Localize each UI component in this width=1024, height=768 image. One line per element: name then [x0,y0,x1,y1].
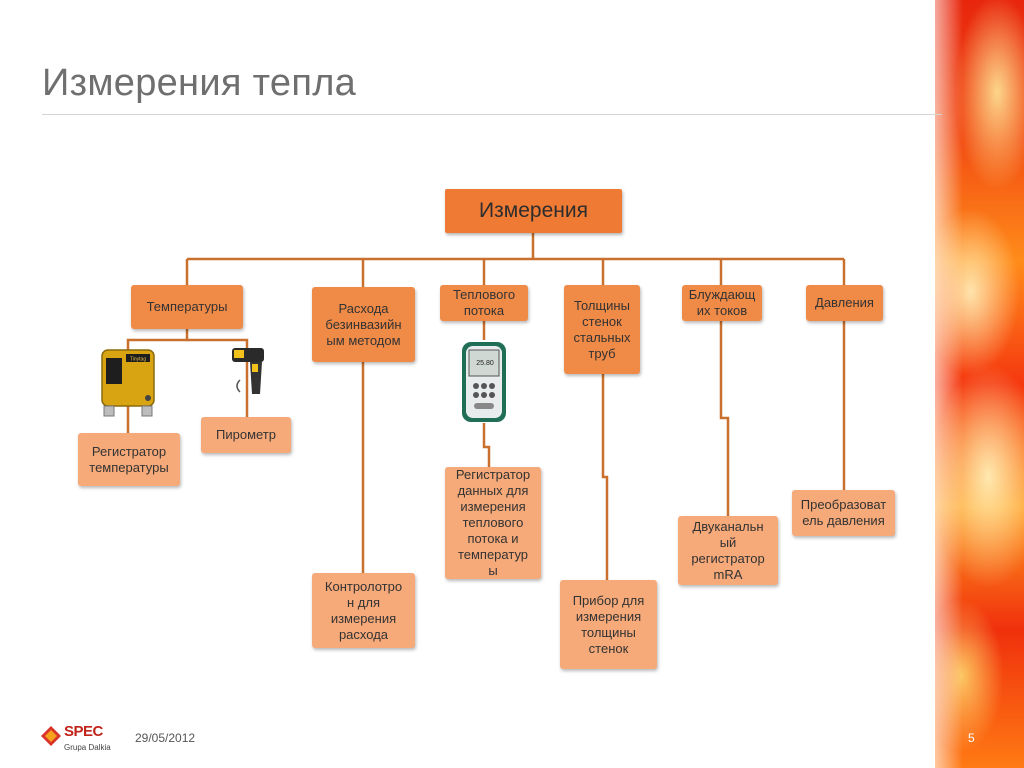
connector-heatflux-device [482,423,491,467]
device-pressure-transducer: Преобразоват ель давления [792,490,895,536]
category-heatflux: Теплового потока [440,285,528,321]
category-flow: Расхода безинвазийн ым методом [312,287,415,362]
meter-reading-text: 25.80 [476,360,494,367]
device-mra-logger: Двуканальн ый регистратор mRA [678,516,778,585]
category-temperature: Температуры [131,285,243,329]
slide-title: Измерения тепла [42,62,357,104]
logo-diamond-icon [41,726,61,746]
category-thickness: Толщины стенок стальных труб [564,285,640,374]
title-divider [42,114,942,115]
pyrometer-image [232,348,264,394]
root-node-measurements: Измерения [445,189,622,233]
connector-lines [126,233,846,580]
connector-thickness-down [601,374,609,580]
logger-brand-text: Tinytag [130,357,146,363]
device-thickness-gauge: Прибор для измерения толщины стенок [560,580,657,669]
logo-subtitle: Grupa Dalkia [64,743,111,752]
device-flow-controller: Контролотро н для измерения расхода [312,573,415,648]
page-number: 5 [968,731,975,745]
footer-date: 29/05/2012 [135,731,196,745]
device-temperature-logger: Регистратор температуры [78,433,180,486]
connector-temp-pyrometer [187,338,249,417]
category-stray-currents: Блуждающ их токов [682,285,762,321]
device-pyrometer: Пирометр [201,417,291,453]
temperature-logger-image: Tinytag [101,349,155,417]
device-heatflux-logger: Регистратор данных для измерения теплово… [445,467,541,579]
flame-decoration [935,0,1024,768]
connector-stray-down [719,321,730,516]
logo-text: SPEC [64,723,103,740]
category-pressure: Давления [806,285,883,321]
spec-logo: SPEC Grupa Dalkia [40,722,130,756]
handheld-meter-image: 25.80 [462,342,506,422]
